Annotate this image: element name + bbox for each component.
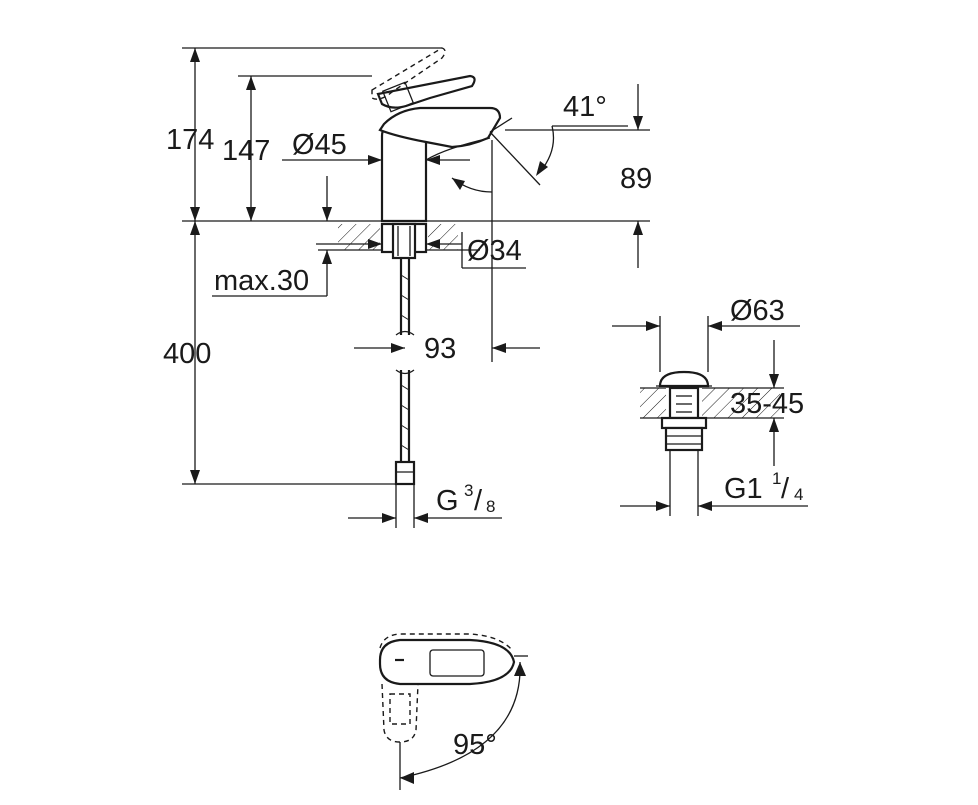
dim-handle-rotation [399,661,526,784]
dim-hose-length [182,221,396,485]
dim-max-deck-thickness [212,250,332,297]
basin-section [640,388,780,418]
hose-thread-label: G [436,485,459,517]
max-deck-thickness-label: max.30 [214,265,309,297]
spout-angle-arc [451,140,493,198]
body-diameter-label: Ø45 [292,129,347,161]
dim-hose-thread [348,484,502,528]
flexible-hose [394,258,416,486]
dim-lever-angle [489,117,628,186]
drain-thread-sup: 1 [772,469,781,488]
handle-rotation-label: 95° [453,729,497,761]
hole-diameter-label: Ø34 [467,235,522,267]
overall-height-label: 174 [166,124,214,156]
dim-spout-height [238,75,372,221]
waste-detail-view: Ø63 35-45 G1 1 / 4 [612,295,808,516]
dim-body-diameter [282,155,470,165]
dim-overall-height [182,47,442,221]
dim-hole-diameter [316,232,526,269]
spout-clearance-label: 89 [620,163,652,195]
lever-angle-label: 41° [563,91,607,123]
drain-diameter-label: Ø63 [730,295,785,327]
handle-outline [378,638,516,686]
dim-spout-clearance [505,84,650,268]
drain-thread-label: G1 [724,473,763,505]
dim-deck-arrow [322,176,332,221]
dim-basin-thickness [769,340,779,466]
mounting-shank [380,222,428,260]
faucet-elevation-view: 174 147 Ø45 41° [163,47,652,528]
dim-drain-thread [620,501,808,511]
hose-thread-slash: / [474,485,483,517]
handle-rotated-outline [381,683,419,743]
dim-drain-diameter [612,316,800,372]
faucet-body [371,47,502,223]
handle-top-view: 95° [378,633,528,790]
waste-body [660,386,708,516]
handle-grip-recess [429,649,485,677]
dim-spout-reach [354,198,540,362]
spout-height-label: 147 [222,135,270,167]
waste-plug-cap [658,370,710,388]
handle-rotated-recess [389,693,411,725]
hose-thread-sup: 3 [464,481,473,500]
drain-thread-sub: 4 [794,485,803,504]
basin-thickness-label: 35-45 [730,388,804,420]
drain-thread-slash: / [781,473,790,505]
hose-length-label: 400 [163,338,211,370]
handle-alt-outline-top [379,633,513,651]
spout-reach-label: 93 [424,333,456,365]
hose-thread-sub: 8 [486,497,495,516]
